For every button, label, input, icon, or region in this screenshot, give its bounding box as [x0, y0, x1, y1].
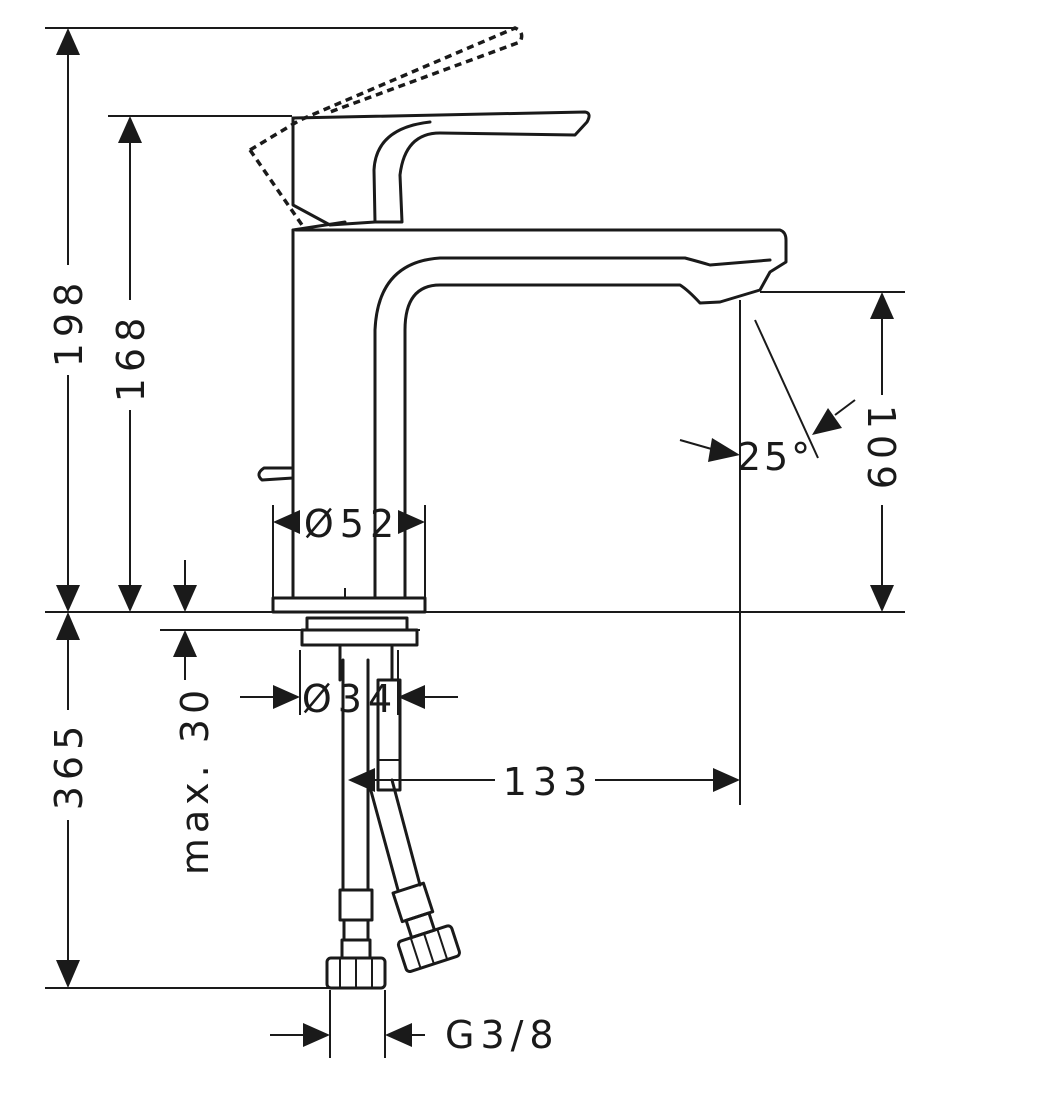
- dim-reach: 133: [503, 760, 594, 804]
- dim-connection-thread: G3/8: [445, 1013, 560, 1057]
- faucet-body: [248, 26, 788, 990]
- supply-hose-angled: [366, 778, 422, 892]
- lever-handle: [291, 110, 591, 224]
- base-plate: [271, 596, 427, 614]
- dim-spout-height: 109: [859, 405, 903, 496]
- dim-shank-diameter: Ø34: [302, 677, 398, 721]
- dim-below-deck: 365: [47, 720, 91, 811]
- lever-raised-outline: [249, 26, 524, 152]
- spout: [294, 228, 788, 600]
- dim-body-height: 168: [109, 312, 153, 403]
- pop-up-knob: [257, 466, 295, 482]
- shank-nut: [300, 628, 419, 647]
- dim-body-diameter: Ø52: [304, 502, 400, 546]
- threaded-rod: [376, 678, 402, 792]
- dim-total-height: 198: [47, 277, 91, 368]
- reference-lines: [45, 27, 905, 1058]
- dim-max-thickness: max. 30: [173, 685, 217, 875]
- dim-spray-angle: 25°: [737, 435, 813, 479]
- dimension-lines: [56, 28, 894, 1047]
